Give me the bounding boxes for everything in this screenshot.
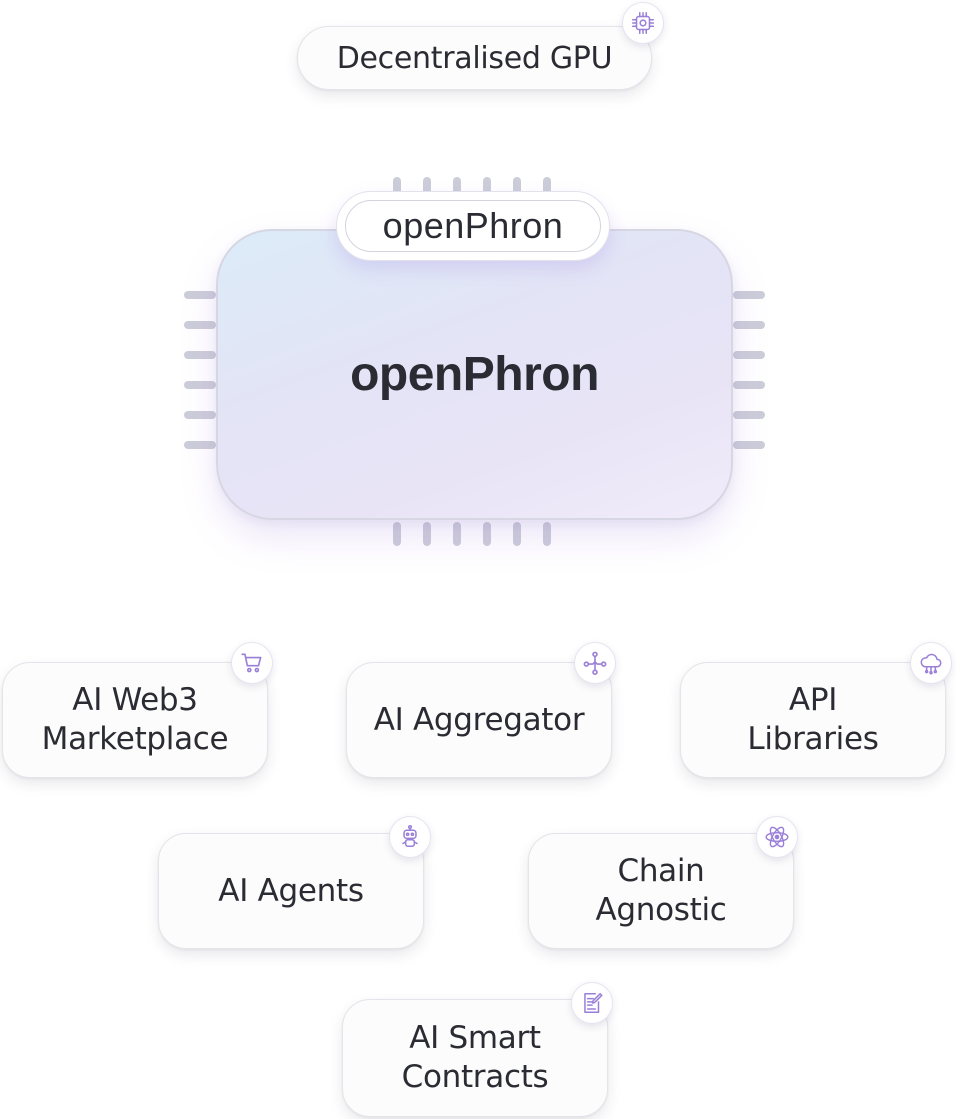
feature-label: AI Agents <box>218 872 364 909</box>
feature-ai-agents: AI Agents <box>158 833 424 949</box>
chip-pin <box>483 522 491 546</box>
chip-pin <box>184 381 216 389</box>
cloud-icon <box>910 642 952 684</box>
chip-pin <box>733 381 765 389</box>
feature-label: API Libraries <box>747 682 879 757</box>
document-edit-icon <box>571 982 613 1024</box>
chip-pin <box>393 177 401 201</box>
chip-pin <box>184 351 216 359</box>
chip-pin <box>184 291 216 299</box>
chip-pin <box>453 522 461 546</box>
robot-icon <box>389 816 431 858</box>
feature-ai-aggregator: AI Aggregator <box>346 662 612 778</box>
feature-chain-agnostic: Chain Agnostic <box>528 833 794 949</box>
openphron-logo-pill: openPhron <box>336 191 610 261</box>
chip-pin <box>483 177 491 201</box>
chip-pin <box>543 522 551 546</box>
feature-label: Chain Agnostic <box>595 853 727 928</box>
openphron-logo-text: openPhron <box>382 205 564 246</box>
decentralised-gpu-node: Decentralised GPU <box>297 26 652 90</box>
chip-pin <box>393 522 401 546</box>
atom-icon <box>756 816 798 858</box>
chip-pin <box>733 411 765 419</box>
openphron-chip: openPhron <box>216 229 733 520</box>
feature-ai-web3-marketplace: AI Web3 Marketplace <box>2 662 268 778</box>
feature-label: AI Smart Contracts <box>401 1020 549 1095</box>
network-icon <box>574 642 616 684</box>
chip-pin <box>184 321 216 329</box>
chip-pin <box>513 177 521 201</box>
feature-api-libraries: API Libraries <box>680 662 946 778</box>
decentralised-gpu-label: Decentralised GPU <box>336 40 613 76</box>
chip-pin <box>184 441 216 449</box>
feature-ai-smart-contracts: AI Smart Contracts <box>342 999 608 1117</box>
chip-pin <box>733 291 765 299</box>
chip-title: openPhron <box>350 348 599 401</box>
chip-pin <box>733 441 765 449</box>
chip-pin <box>453 177 461 201</box>
chip-pin <box>733 321 765 329</box>
openphron-logo-inner: openPhron <box>345 200 601 252</box>
chip-pin <box>513 522 521 546</box>
chip-icon <box>622 2 664 44</box>
feature-label: AI Aggregator <box>373 701 585 738</box>
cart-icon <box>231 642 273 684</box>
chip-pin <box>184 411 216 419</box>
chip-pin <box>423 177 431 201</box>
chip-pin <box>543 177 551 201</box>
feature-label: AI Web3 Marketplace <box>41 682 229 757</box>
chip-pin <box>423 522 431 546</box>
chip-pin <box>733 351 765 359</box>
